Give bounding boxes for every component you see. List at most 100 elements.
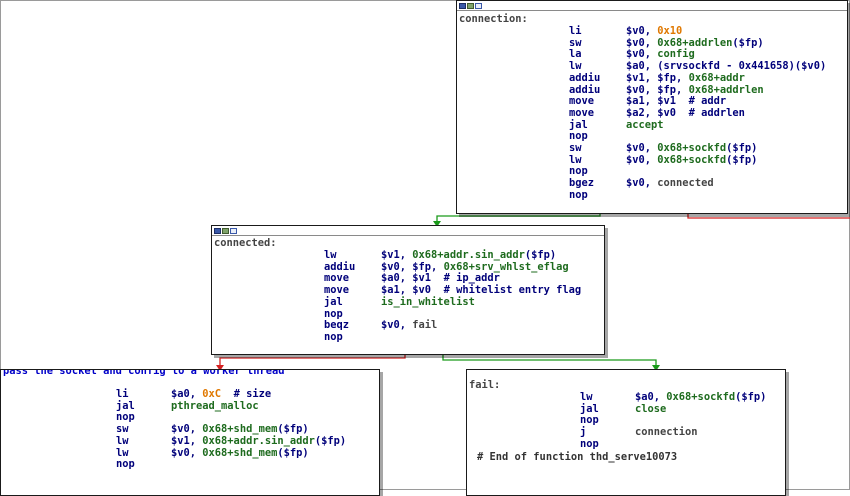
instruction-mnemonic[interactable]: lw: [116, 446, 129, 459]
instruction-operands[interactable]: $v1, 0x68+addr.sin_addr($fp): [381, 249, 556, 262]
operand-value[interactable]: config: [657, 48, 695, 61]
instruction-mnemonic[interactable]: nop: [569, 188, 588, 201]
operand-value[interactable]: connection: [635, 426, 698, 439]
instruction-operands[interactable]: is_in_whitelist: [381, 295, 475, 309]
instruction-mnemonic[interactable]: addiu: [324, 260, 356, 273]
instruction-operands[interactable]: $v0, config: [626, 49, 695, 61]
instruction-operands[interactable]: $a1, $v1 # addr: [626, 95, 726, 108]
operand-value[interactable]: 0x68+addr.sin_addr: [412, 249, 525, 261]
instruction-mnemonic[interactable]: lw: [569, 60, 582, 73]
instruction-mnemonic[interactable]: move: [324, 272, 350, 285]
operand-value[interactable]: 0x68+addrlen: [657, 36, 733, 49]
instruction-operands[interactable]: $v0, fail: [381, 319, 438, 332]
operand-value[interactable]: 0x68+addr: [688, 71, 745, 84]
instruction-operands[interactable]: $v0, 0x68+addrlen($fp): [626, 36, 764, 50]
instruction-mnemonic[interactable]: nop: [580, 414, 599, 427]
instruction-operands[interactable]: $v0, connected: [626, 177, 714, 190]
operand-value[interactable]: connected: [657, 177, 714, 190]
instruction-mnemonic[interactable]: lw: [116, 434, 129, 447]
instruction-mnemonic[interactable]: lw: [580, 391, 593, 403]
instruction-operands[interactable]: connection: [635, 426, 698, 439]
instruction-mnemonic[interactable]: nop: [116, 411, 135, 424]
instruction-mnemonic[interactable]: nop: [569, 130, 588, 143]
block-label[interactable]: pass the socket and config to a worker t…: [3, 369, 285, 377]
instruction-operands[interactable]: $v0, $fp, 0x68+srv_whlst_eflag: [381, 260, 569, 274]
instruction-operands[interactable]: $v0, $fp, 0x68+addrlen: [626, 83, 764, 97]
instruction-mnemonic[interactable]: sw: [569, 36, 582, 49]
instruction-mnemonic[interactable]: nop: [324, 307, 343, 320]
graph-view-icon[interactable]: [459, 2, 466, 9]
instruction-operands[interactable]: pthread_malloc: [171, 399, 259, 413]
instruction-mnemonic[interactable]: sw: [116, 423, 129, 436]
instruction-mnemonic[interactable]: lw: [569, 153, 582, 166]
instruction-mnemonic[interactable]: sw: [569, 142, 582, 154]
instruction-mnemonic[interactable]: nop: [569, 165, 588, 178]
instruction-mnemonic[interactable]: move: [569, 106, 595, 119]
operand-value[interactable]: 0x68+addr.sin_addr: [202, 434, 315, 447]
edge-connected-to-worker[interactable]: [219, 354, 406, 368]
instruction-mnemonic[interactable]: la: [569, 48, 582, 61]
instruction-operands[interactable]: $a0, 0x68+sockfd($fp): [635, 391, 766, 404]
edge-connection-offscreen[interactable]: [687, 212, 850, 219]
instruction-mnemonic[interactable]: jal: [580, 402, 599, 415]
text-view-icon[interactable]: [475, 2, 482, 9]
instruction-mnemonic[interactable]: addiu: [569, 71, 601, 84]
instruction-operands[interactable]: $v0, 0x68+shd_mem($fp): [171, 446, 309, 460]
instruction-mnemonic[interactable]: move: [569, 95, 595, 108]
operand-value[interactable]: 0x68+shd_mem: [202, 446, 278, 459]
operand-value[interactable]: fail: [412, 319, 438, 332]
instruction-mnemonic[interactable]: bgez: [569, 177, 595, 190]
block-label[interactable]: connection:: [459, 13, 528, 25]
text-view-icon[interactable]: [230, 227, 237, 234]
instruction-mnemonic[interactable]: jal: [116, 399, 135, 412]
operand-value[interactable]: 0x68+sockfd: [666, 391, 736, 403]
edge-connection-to-connected[interactable]: [436, 212, 601, 224]
instruction-mnemonic[interactable]: move: [324, 284, 350, 297]
operand-value[interactable]: 0x68+srv_whlst_eflag: [443, 260, 569, 273]
instruction-mnemonic[interactable]: nop: [116, 458, 135, 471]
instruction-operands[interactable]: $v0, 0x68+sockfd($fp): [626, 153, 757, 167]
operand-value[interactable]: pthread_malloc: [171, 399, 259, 412]
instruction-mnemonic[interactable]: nop: [324, 330, 343, 343]
picture-icon[interactable]: [467, 2, 474, 9]
code-block[interactable]: connected:lw$v1, 0x68+addr.sin_addr($fp)…: [212, 236, 604, 354]
instruction-mnemonic[interactable]: beqz: [324, 319, 350, 332]
instruction-operands[interactable]: $v1, $fp, 0x68+addr: [626, 71, 745, 85]
operand-value[interactable]: 0x68+addrlen: [688, 83, 764, 96]
instruction-operands[interactable]: $a2, $v0 # addrlen: [626, 107, 745, 120]
node-titlebar[interactable]: [457, 1, 847, 11]
instruction-operands[interactable]: $a0, $v1 # ip_addr: [381, 273, 500, 285]
instruction-operands[interactable]: $v0, 0x68+sockfd($fp): [626, 142, 757, 155]
operand-value[interactable]: 0x68+shd_mem: [202, 423, 278, 436]
block-label[interactable]: connected:: [214, 237, 277, 249]
node-titlebar[interactable]: [212, 226, 604, 236]
instruction-mnemonic[interactable]: addiu: [569, 83, 601, 96]
edge-connected-to-fail[interactable]: [442, 354, 657, 368]
operand-value[interactable]: is_in_whitelist: [381, 295, 475, 308]
operand-value[interactable]: close: [635, 402, 667, 415]
instruction-mnemonic[interactable]: jal: [569, 118, 588, 131]
instruction-mnemonic[interactable]: li: [116, 388, 129, 400]
instruction-operands[interactable]: $v0, 0x68+shd_mem($fp): [171, 423, 309, 436]
instruction-operands[interactable]: $a0, (srvsockfd - 0x441658)($v0): [626, 60, 826, 73]
node-worker-thread[interactable]: pass the socket and config to a worker t…: [0, 369, 380, 496]
instruction-mnemonic[interactable]: j: [580, 426, 587, 439]
picture-icon[interactable]: [222, 227, 229, 234]
instruction-mnemonic[interactable]: li: [569, 25, 582, 37]
instruction-operands[interactable]: $a1, $v0 # whitelist entry flag: [381, 284, 581, 297]
graph-view-icon[interactable]: [214, 227, 221, 234]
block-label[interactable]: fail:: [469, 379, 501, 391]
instruction-operands[interactable]: $a0, 0xC # size: [171, 388, 271, 401]
instruction-operands[interactable]: $v0, 0x10: [626, 25, 682, 38]
operand-value[interactable]: accept: [626, 118, 664, 131]
node-connection[interactable]: connection: li $v0, 0x10 sw $v0, 0x68+addrle…: [456, 0, 848, 214]
code-block[interactable]: pass the socket and config to a worker t…: [1, 370, 379, 495]
instruction-mnemonic[interactable]: jal: [324, 295, 343, 308]
code-block[interactable]: connection: li $v0, 0x10 sw $v0, 0x68+addrle…: [457, 11, 847, 213]
node-connected[interactable]: connected:lw$v1, 0x68+addr.sin_addr($fp)…: [211, 225, 605, 355]
operand-value[interactable]: 0x68+sockfd: [657, 153, 727, 166]
instruction-operands[interactable]: close: [635, 402, 667, 416]
instruction-operands[interactable]: accept: [626, 118, 664, 132]
operand-value[interactable]: 0x68+sockfd: [657, 142, 727, 154]
